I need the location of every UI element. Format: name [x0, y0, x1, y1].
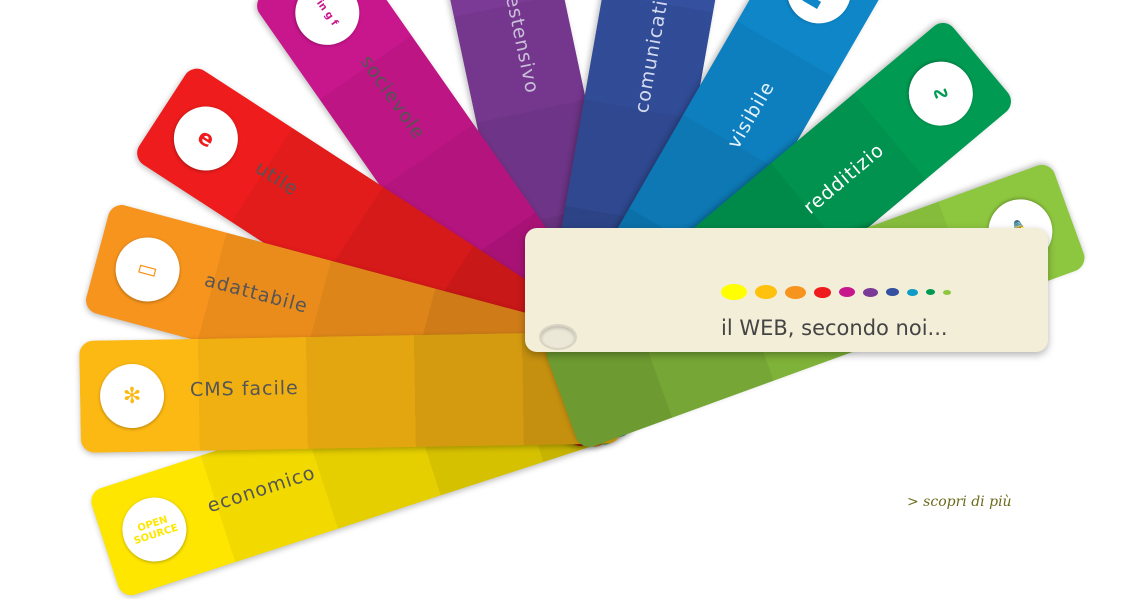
card-label: utile — [251, 156, 303, 201]
main-card: il WEB, secondo noi... — [525, 228, 1048, 352]
joomla-icon: ✻ — [99, 363, 165, 429]
color-dot — [784, 285, 806, 299]
open-source-icon: OPEN SOURCE — [114, 489, 195, 570]
devices-icon: ▭ — [108, 230, 187, 309]
color-dot — [813, 286, 832, 298]
color-dot — [885, 288, 899, 296]
color-dot — [839, 287, 856, 297]
card-label: CMS facile — [189, 377, 299, 401]
color-dot — [906, 288, 918, 296]
card-label: redditizio — [799, 138, 889, 219]
social-networks-icon: in g f — [282, 0, 372, 58]
discover-more-link[interactable]: > scopri di più — [907, 494, 1012, 510]
card-label: adattabile — [202, 269, 311, 318]
color-dots — [721, 284, 952, 300]
color-dot — [863, 287, 878, 297]
tagline: il WEB, secondo noi... — [721, 316, 948, 340]
card-hole — [539, 324, 577, 350]
card-label: estensivo — [500, 0, 544, 96]
color-dot — [721, 284, 747, 300]
bar-chart-icon: ▮▮▮ — [775, 0, 863, 36]
card-label: socievole — [355, 51, 430, 144]
analytics-icon: ∿ — [895, 48, 986, 139]
card-label: comunicativo — [630, 0, 677, 115]
card-label: economico — [204, 461, 319, 518]
card-label: visibile — [723, 77, 780, 153]
color-dot — [925, 289, 936, 295]
color-dot — [754, 285, 777, 299]
color-dot — [943, 289, 952, 295]
ecommerce-cart-icon: e — [161, 94, 251, 183]
